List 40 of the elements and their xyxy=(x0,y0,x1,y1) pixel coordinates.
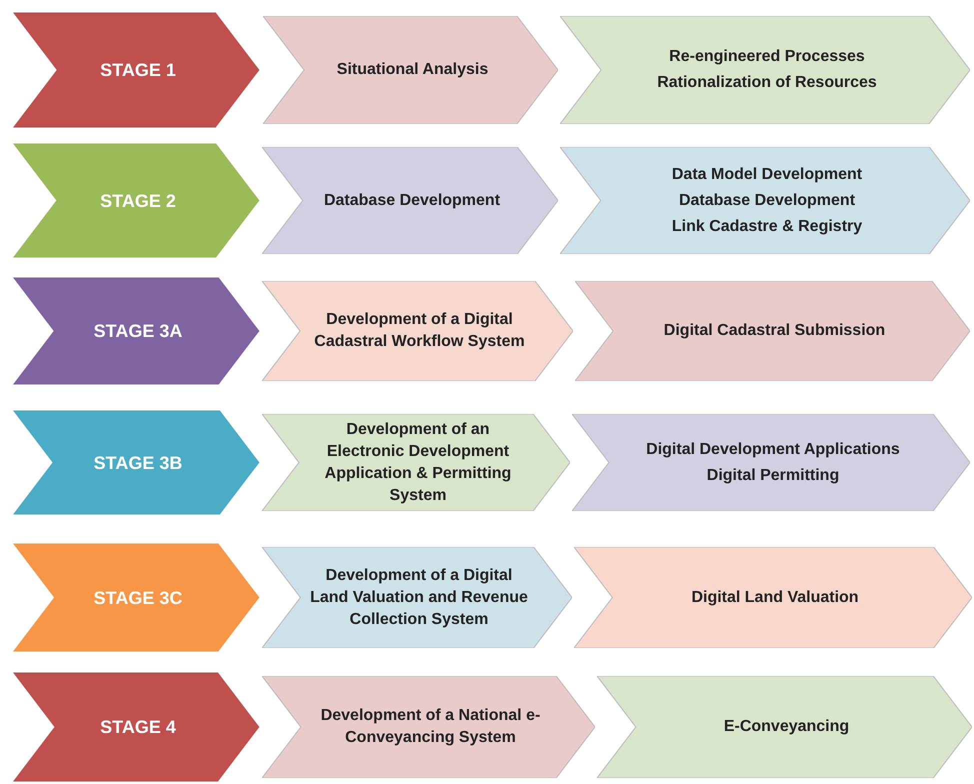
stage-label: STAGE 3A xyxy=(94,320,182,342)
stage-banner xyxy=(12,277,260,385)
step-text: Digital Land Valuation xyxy=(691,588,859,608)
stage-label: STAGE 4 xyxy=(100,716,176,738)
process-banner xyxy=(575,281,970,381)
step-text: Database Development xyxy=(324,190,500,210)
process-banner xyxy=(262,281,573,381)
stage-banner xyxy=(12,543,260,652)
step-text: E-Conveyancing xyxy=(724,717,850,737)
process-banner xyxy=(263,16,558,124)
step-text: Development of a National e-Conveyancing System xyxy=(320,706,542,748)
stage-label: STAGE 1 xyxy=(100,59,176,81)
process-banner xyxy=(262,547,572,648)
stage-banner xyxy=(12,12,260,128)
step-text: Re-engineered Processes xyxy=(669,47,865,67)
stage-banner xyxy=(12,672,260,782)
step-text: Rationalization of Resources xyxy=(657,73,877,93)
stage-label: STAGE 3C xyxy=(94,586,182,608)
stage-banner xyxy=(12,410,260,515)
process-banner xyxy=(572,414,970,511)
process-banner xyxy=(560,147,970,254)
step-text: Development of an Electronic Development Application & Permitting System xyxy=(324,420,512,506)
process-banner xyxy=(262,414,570,511)
step-text: Digital Development Applications xyxy=(646,440,900,460)
process-banner xyxy=(262,676,595,778)
step-text: Database Development xyxy=(678,190,856,210)
step-text: Development of a Digital Cadastral Workflow System xyxy=(313,310,526,352)
step-text: Digital Permitting xyxy=(706,466,840,486)
stage-banner xyxy=(12,143,260,258)
process-banner xyxy=(262,147,558,254)
process-banner xyxy=(560,16,970,124)
step-text: Situational Analysis xyxy=(336,60,488,80)
process-banner xyxy=(597,676,972,778)
step-text: Digital Cadastral Submission xyxy=(664,321,886,341)
step-text: Link Cadastre & Registry xyxy=(672,216,862,236)
stage-label: STAGE 3B xyxy=(94,452,182,474)
step-text: Development of a Digital Land Valuation and Revenue Collection System xyxy=(309,566,529,630)
step-text: Data Model Development xyxy=(672,164,862,184)
process-banner xyxy=(574,547,972,648)
stage-label: STAGE 2 xyxy=(100,190,176,212)
